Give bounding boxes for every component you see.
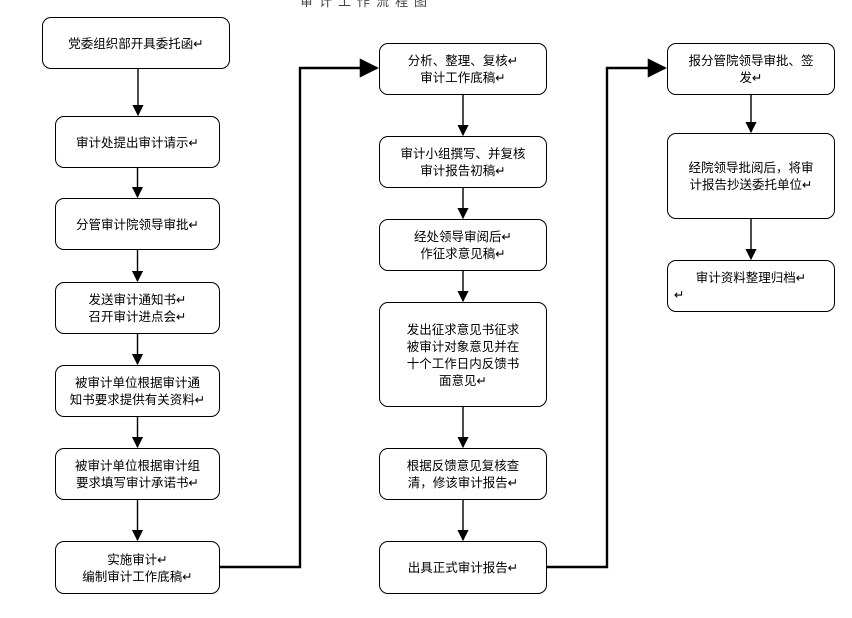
flow-step-1-6: 被审计单位根据审计组要求填写审计承诺书↵ [55,448,220,500]
flow-step-1-7: 实施审计↵编制审计工作底稿↵ [55,541,220,594]
flow-step-3-2: 经院领导批阅后，将审计报告抄送委托单位↵ [667,133,835,219]
flow-step-text: 根据反馈意见复核查 [406,458,520,473]
flow-step-text: 发↵ [739,70,763,85]
flow-step-2-1: 分析、整理、复核↵ 审计工作底稿↵ [379,43,547,95]
flow-step-text: 实施审计↵ [107,551,168,567]
flow-step-3-3: 审计资料整理归档↵ ↵ [667,260,835,312]
flow-step-2-3: 经处领导审阅后↵ 作征求意见稿↵ [379,219,547,271]
flow-step-text: 审计报告初稿↵ [420,163,506,178]
flow-step-text: 被审计单位根据审计组 [74,458,200,473]
flow-connector-col1-to-col2 [220,58,379,569]
flow-step-text: 经院领导批阅后，将审 [688,160,814,175]
flow-step-text: 知书要求提供有关资料↵ [69,392,206,407]
flow-step-text: 经处领导审阅后↵ [414,229,512,244]
flow-step-text: 被审计单位根据审计通 [74,375,200,390]
flow-step-text: 审计工作底稿↵ [420,70,506,85]
flow-step-text: 召开审计进点会↵ [88,309,187,324]
flow-step-text: 审计资料整理归档↵ [695,270,807,285]
flow-step-1-5: 被审计单位根据审计通知书要求提供有关资料↵ [55,365,220,417]
flow-step-text: 党委组织部开具委托函↵ [68,35,204,51]
flow-step-text: 发送审计通知书↵ [88,292,187,307]
flow-step-text: 十个工作日内反馈书 [406,355,520,371]
flow-connector-col2-to-col3 [547,58,667,569]
flow-step-text: 计报告抄送委托单位↵ [689,177,813,192]
flow-step-text: 审计处提出审计请示↵ [76,134,199,150]
flow-step-text: 编制审计工作底稿↵ [82,568,193,584]
flow-step-1-3: 分管审计院领导审批↵ [55,198,220,250]
flow-step-1-2: 审计处提出审计请示↵ [55,116,220,168]
flow-step-3-1: 报分管院领导审批、签发↵ [667,43,835,95]
page-title: 审计工作流程图 [300,0,434,10]
flow-step-text: 作征求意见稿↵ [420,246,506,261]
flow-step-text: 要求填写审计承诺书↵ [76,475,199,490]
flow-step-text: 被审计对象意见并在 [406,338,520,354]
flow-step-text: 审计小组撰写、并复核 [400,146,526,161]
flow-step-1-4: 发送审计通知书↵ 召开审计进点会↵ [55,282,220,334]
flow-step-2-5: 根据反馈意见复核查清，修该审计报告↵ [379,448,547,500]
flow-step-text: 清，修该审计报告↵ [407,475,519,490]
flow-step-text: 报分管院领导审批、签 [688,53,814,68]
flow-step-text: 出具正式审计报告↵ [407,560,519,575]
flow-step-2-4: 发出征求意见书征求被审计对象意见并在十个工作日内反馈书面意见↵ [379,302,547,407]
flow-step-text: ↵ [674,287,685,302]
flow-step-text: 面意见↵ [439,372,487,388]
flow-step-text: 分析、整理、复核↵ [407,53,519,68]
flow-step-text: 分管审计院领导审批↵ [76,216,199,232]
flow-step-1-1: 党委组织部开具委托函↵ [42,17,230,69]
flow-step-2-6: 出具正式审计报告↵ [379,541,547,594]
flow-step-2-2: 审计小组撰写、并复核审计报告初稿↵ [379,136,547,188]
flow-step-text: 发出征求意见书征求 [406,321,520,337]
